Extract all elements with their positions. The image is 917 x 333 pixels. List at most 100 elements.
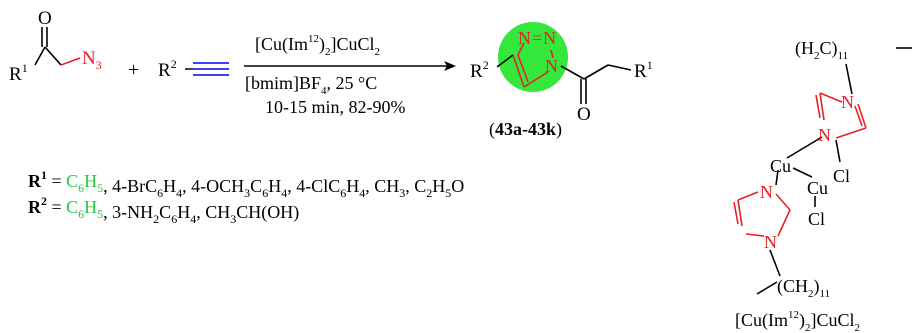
triazole-n1: N — [545, 56, 558, 76]
top-chain-to-n — [845, 63, 853, 95]
reactant1-r-text: R — [9, 64, 22, 85]
product-label-close: ) — [556, 119, 562, 140]
caption-sup: 12 — [788, 309, 799, 321]
complex-cu2: Cu — [807, 178, 828, 198]
r1-def-run-10: , 4-ClC — [287, 176, 340, 196]
ring-c5-n1 — [523, 71, 549, 88]
r1-def-run-4: , 4-OCH — [182, 176, 244, 196]
bottom-ring-c4-c5 — [737, 199, 743, 227]
bottom-chain-a: (CH — [777, 276, 808, 297]
ring-c4-n3 — [517, 42, 525, 56]
bottom-ring-c5-n1 — [745, 233, 765, 237]
bottom-ring-c4-c5-double — [733, 201, 739, 225]
r1-def-run-14: , CH — [365, 176, 399, 196]
time-yield-label: 10-15 min, 82-90% — [265, 97, 405, 117]
complex-cu1: Cu — [770, 156, 791, 176]
bond-n-cu1 — [786, 136, 823, 159]
r1-def-run-2: H — [163, 176, 176, 196]
reactant1-azide-n: N — [82, 48, 96, 69]
r2-def-run-1: 2 — [153, 212, 159, 226]
bottom-ring-n3-c4 — [737, 191, 759, 201]
product-r2-sup: 2 — [483, 58, 489, 72]
r1-def-green-sub: 6 — [78, 181, 84, 195]
top-chain-b: C) — [820, 38, 838, 59]
r1-def-sup: 1 — [41, 168, 47, 182]
complex-cl2: Cl — [808, 209, 825, 229]
r2-def-run-4: H — [177, 202, 190, 222]
reactant1-azide-sub: 3 — [96, 58, 102, 72]
r2-def-run-3: 6 — [171, 212, 177, 226]
r2-def-label: R — [28, 197, 42, 217]
r1-def-run-6: C — [250, 176, 262, 196]
r2-def-run-5: 4 — [190, 212, 196, 226]
reaction-arrow — [244, 61, 456, 71]
complex-caption: [Cu(Im12)2]CuCl2 — [735, 309, 860, 333]
r1-def-run-1: 6 — [157, 186, 163, 200]
top-ring-c4-c5 — [857, 103, 867, 129]
catalyst-sup: 12 — [308, 33, 319, 45]
plus-sign: + — [128, 59, 139, 81]
top-chain-sub: 2 — [814, 50, 820, 62]
r1-def-run-11: 6 — [340, 186, 346, 200]
r1-definition-line: R1 = C6H5, 4-BrC6H4, 4-OCH3C6H4, 4-ClC6H… — [28, 168, 464, 200]
caption-sub2: 2 — [855, 322, 861, 333]
reactant2-r-text: R — [158, 60, 171, 81]
solvent-sub: 4 — [321, 85, 327, 97]
complex-n-top1: N — [841, 92, 854, 112]
r1-def-run-5: 3 — [244, 186, 250, 200]
catalyst-part-c: ]CuCl — [331, 34, 375, 54]
bond-n1-carbonyl — [560, 65, 585, 80]
catalyst-sub2: 2 — [375, 46, 381, 58]
bond-carbonyl-ch2 — [583, 64, 609, 80]
complex-cl1: Cl — [833, 166, 850, 186]
triazole-n3: N — [518, 28, 531, 48]
r1-def-run-15: 3 — [399, 186, 405, 200]
r2-def-run-6: , CH — [196, 202, 230, 222]
reactant1-azide: N3 — [82, 48, 102, 72]
r1-def-green-c: C — [66, 171, 78, 191]
bottom-chain-from-n — [769, 249, 781, 277]
top-ring-c4-c5-double — [854, 105, 863, 127]
r1-def-run-7: 6 — [262, 186, 268, 200]
complex-bottom-chain: (CH2)11 — [777, 276, 830, 300]
product-label-text: 43a-43k — [495, 119, 556, 139]
bottom-chain-sub2: 11 — [820, 288, 831, 300]
product-label-open: ( — [489, 119, 495, 140]
r2-def-run-7: 3 — [230, 212, 236, 226]
solvent-part-b: , 25 °C — [327, 73, 378, 93]
r1-def-run-16: , C — [405, 176, 426, 196]
bond-ch2-n3 — [60, 57, 81, 66]
triazole-double-bond: = — [532, 28, 542, 48]
product-oxygen: O — [577, 104, 591, 125]
r1-def-run-3: 4 — [176, 186, 182, 200]
triazole-highlight — [498, 22, 568, 92]
caption-part-a: [Cu(Im — [735, 310, 788, 331]
bottom-ring-n1-c2 — [777, 209, 791, 237]
caption-sub: 2 — [805, 322, 811, 333]
complex-n-bot1: N — [760, 182, 773, 202]
complex-n-top2: N — [818, 125, 831, 145]
caption-part-b: ) — [799, 310, 805, 331]
r2-definition-line: R2 = C6H5, 3-NH2C6H4, CH3CH(OH) — [28, 194, 299, 226]
r1-def-eq: = — [47, 171, 66, 191]
ring-c4-c5-b — [517, 54, 529, 83]
product-r1-sup: 1 — [647, 58, 653, 72]
product-bonds — [496, 42, 632, 104]
reactant-azido-ketone — [34, 27, 81, 66]
bond-r2-c4 — [496, 54, 514, 68]
solvent-label: [bmim]BF4, 25 °C — [245, 73, 377, 97]
bond-cu1-n-bottom — [775, 169, 779, 186]
bond-cu1-cu2 — [792, 167, 813, 178]
bond-r1-carbonyl — [34, 46, 46, 66]
r1-def-run-9: 4 — [281, 186, 287, 200]
product-r1-text: R — [634, 61, 647, 82]
product-r1-group: R1 — [634, 58, 653, 82]
solvent-part-a: [bmim]BF — [245, 73, 321, 93]
reactant2-r-sup: 2 — [171, 57, 177, 71]
r1-def-green-h: H — [84, 171, 97, 191]
bottom-chain-b: ) — [814, 276, 820, 297]
bottom-chain-sub: 2 — [808, 288, 814, 300]
r2-def-green-sub: 6 — [78, 207, 84, 221]
bottom-chain-tail — [756, 281, 778, 295]
